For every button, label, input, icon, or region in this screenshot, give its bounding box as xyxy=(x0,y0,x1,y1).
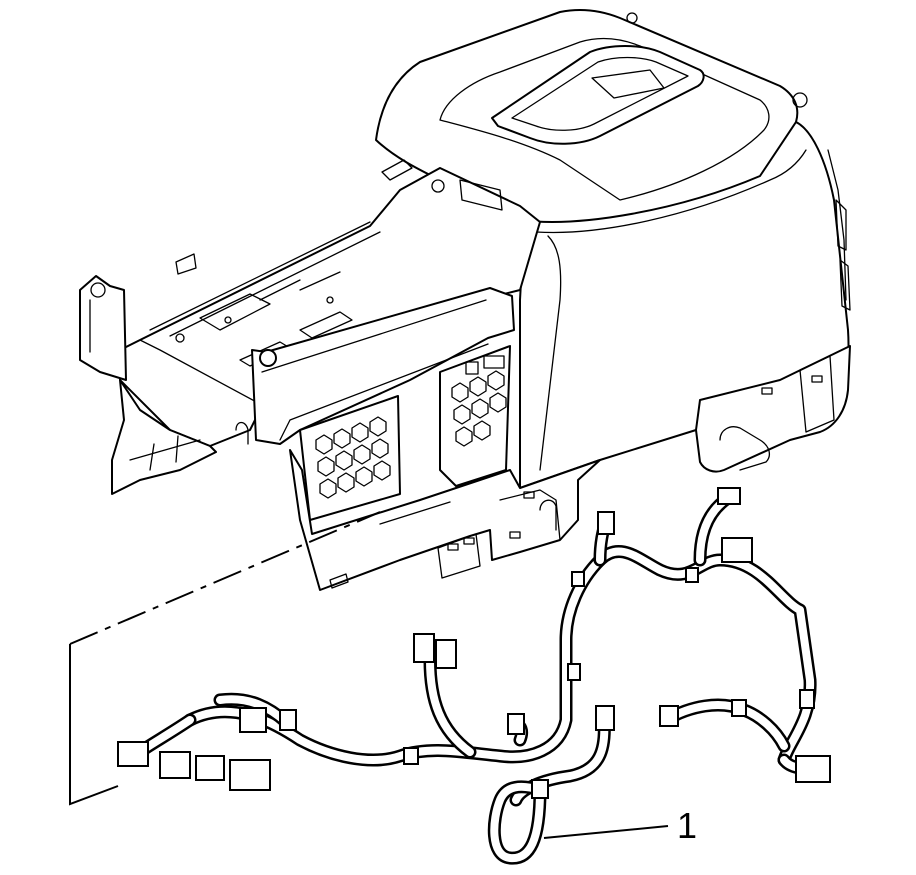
callout-leader-1 xyxy=(543,825,669,839)
connector xyxy=(117,487,831,799)
console-base xyxy=(289,449,601,591)
honeycomb-grille-right xyxy=(439,345,511,487)
wiring-harness xyxy=(117,487,831,865)
alignment-line xyxy=(69,511,381,645)
honeycomb-grille-left xyxy=(299,395,401,521)
front-plate xyxy=(251,287,515,445)
callout-number-1: 1 xyxy=(677,805,698,846)
alignment-leader xyxy=(69,644,119,806)
floor-console xyxy=(79,9,851,591)
